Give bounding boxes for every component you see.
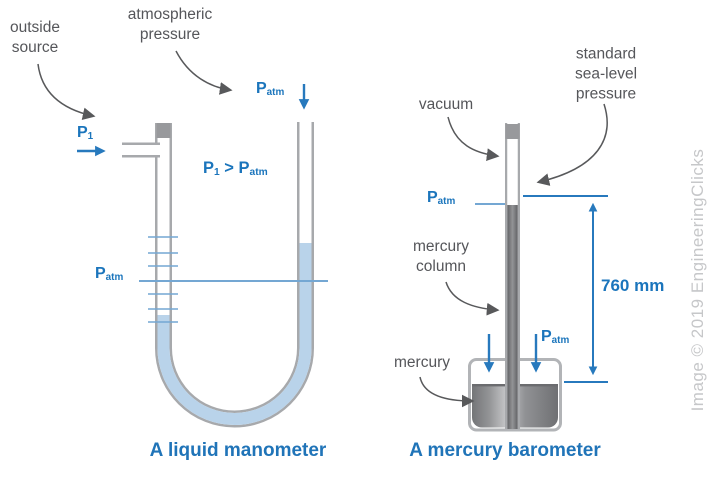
baro-patm-down-sub: atm [551, 335, 570, 347]
manometer-tube-cap [156, 123, 171, 138]
ineq-lhs-base: P [203, 159, 215, 177]
mercury-column-pointer-arrow [445, 281, 500, 316]
ineq-rhs-base: P [238, 159, 250, 177]
manometer-liquid [157, 243, 312, 425]
patm-level-sub: atm [105, 272, 124, 284]
patm-level-label-barometer: Patm [427, 189, 455, 207]
ineq-rhs-sub: atm [249, 167, 268, 179]
mercury-column [507, 205, 518, 429]
mercury-column-label: mercury column [413, 238, 469, 275]
patm-top-base: P [256, 80, 267, 97]
barometer-tube-cap [505, 124, 520, 139]
outside-source-pointer-arrow [37, 63, 96, 121]
p1-label: P1 [77, 124, 93, 142]
p1-sub: 1 [87, 131, 94, 143]
baro-patm-down-base: P [541, 328, 552, 345]
height-760mm-label: 760 mm [601, 276, 665, 295]
patm-level-label-manometer: Patm [95, 265, 123, 283]
watermark-text: Image © 2019 EngineeringClicks [688, 148, 707, 412]
baro-patm-sub: atm [437, 196, 456, 208]
atmospheric-pressure-label: atmospheric pressure [127, 6, 213, 43]
sea-level-pointer-arrow [536, 103, 608, 186]
scale-tick-marks [148, 236, 178, 323]
baro-patm-base: P [427, 189, 438, 206]
atmospheric-pressure-pointer-arrow [175, 50, 233, 95]
mercury-pointer-arrow [419, 376, 475, 408]
sea-level-pressure-label: standard sea-level pressure [574, 45, 638, 102]
vacuum-label: vacuum [418, 96, 474, 114]
ineq-lhs-sub: 1 [214, 167, 220, 179]
mercury-label: mercury [394, 354, 450, 372]
p1-base: P [77, 124, 88, 141]
patm-top-label: Patm [256, 80, 284, 98]
patm-down-label-barometer: Patm [541, 328, 569, 346]
vacuum-pointer-arrow [447, 116, 500, 161]
barometer-drawing [419, 103, 608, 432]
manometer-drawing [37, 50, 328, 428]
patm-level-base: P [95, 265, 106, 282]
patm-top-sub: atm [266, 87, 285, 99]
ineq-operator: > [219, 159, 239, 177]
manometer-caption: A liquid manometer [149, 440, 327, 461]
pressure-inequality-label: P1 > Patm [203, 159, 268, 178]
barometer-caption: A mercury barometer [409, 440, 601, 461]
outside-source-label: outside source [10, 19, 60, 56]
